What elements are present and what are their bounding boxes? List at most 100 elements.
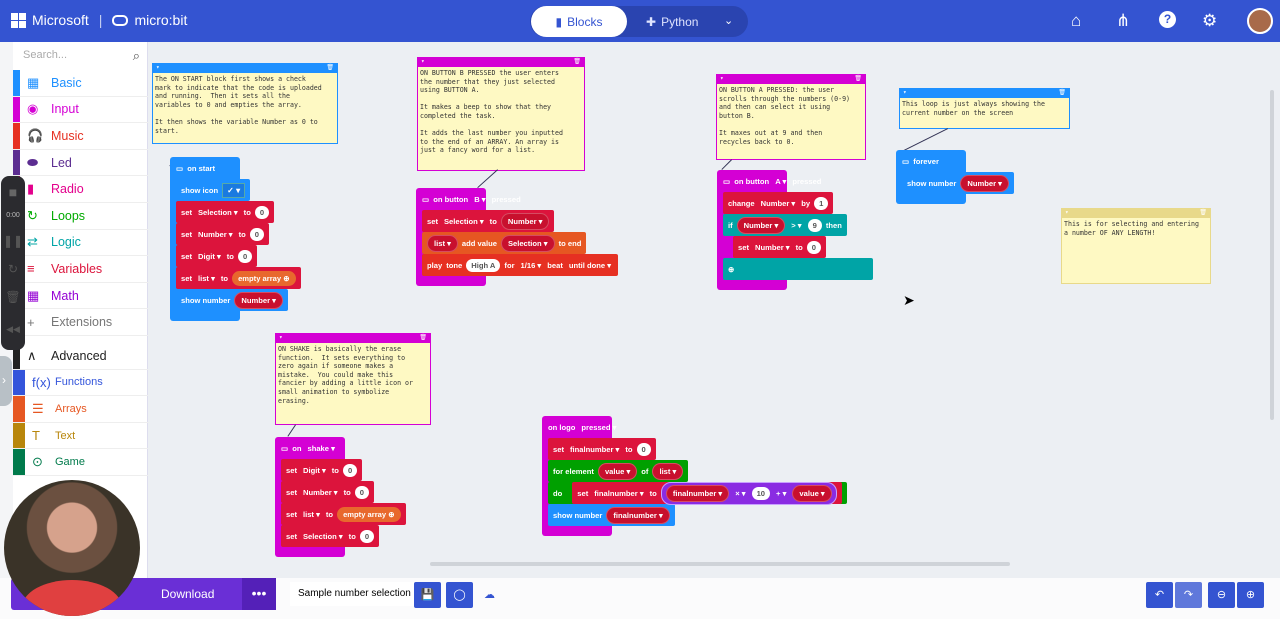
dropdown[interactable]: list ▾: [197, 273, 215, 283]
restart-icon[interactable]: ↻: [7, 262, 19, 276]
toolbox-category-basic[interactable]: ▦Basic: [13, 70, 148, 97]
comment-header[interactable]: ▾🗑: [900, 89, 1069, 98]
variable-dropdown[interactable]: Number ▾: [736, 216, 786, 234]
variable-dropdown[interactable]: list ▾: [427, 234, 458, 252]
variable-dropdown[interactable]: finalnumber ▾: [665, 484, 730, 502]
tab-blocks[interactable]: ▮Blocks: [531, 6, 627, 37]
save-button[interactable]: 💾: [414, 582, 441, 608]
project-name-input[interactable]: Sample number selection: [290, 582, 414, 606]
dropdown[interactable]: finalnumber ▾: [569, 444, 620, 454]
collapse-icon[interactable]: ▾: [421, 58, 425, 65]
comment-toggle-icon[interactable]: ▭: [281, 443, 289, 453]
comment-note[interactable]: ▾🗑ON BUTTON B PRESSED the user enters th…: [417, 57, 585, 171]
dropdown[interactable]: pressed ▾: [581, 422, 617, 432]
dropdown[interactable]: finalnumber ▾: [594, 488, 644, 498]
dropdown[interactable]: list ▾: [302, 509, 320, 519]
collapse-icon[interactable]: ▾: [156, 64, 160, 71]
comment-header[interactable]: ▾🗑: [717, 75, 865, 84]
blocks-workspace[interactable]: ▾🗑The ON START block first shows a check…: [148, 42, 1280, 578]
vertical-scrollbar[interactable]: [1270, 90, 1274, 420]
arithmetic-expression[interactable]: finalnumber ▾× ▾10+ ▾value ▾: [660, 481, 837, 505]
variable-dropdown[interactable]: Number ▾: [234, 291, 283, 309]
github-button[interactable]: ◯: [446, 582, 473, 608]
comment-toggle-icon[interactable]: ▭: [176, 163, 184, 173]
number-input[interactable]: 10: [751, 486, 771, 500]
rewind-icon[interactable]: ◀◀: [6, 324, 20, 334]
dropdown[interactable]: Number ▾: [302, 487, 338, 497]
toolbox-category-extensions[interactable]: +Extensions: [13, 309, 148, 336]
collapse-icon[interactable]: ▾: [903, 89, 907, 96]
variable-dropdown[interactable]: list ▾: [652, 462, 684, 480]
dropdown[interactable]: Number ▾: [760, 198, 796, 208]
number-input[interactable]: 0: [359, 529, 375, 543]
number-input[interactable]: 9: [807, 218, 822, 232]
comment-toggle-icon[interactable]: ▭: [723, 176, 731, 186]
variable-dropdown[interactable]: Selection ▾: [500, 234, 555, 252]
zoom-out-button[interactable]: ⊖: [1208, 582, 1235, 608]
toolbox-category-advanced[interactable]: ∧Advanced: [13, 343, 148, 370]
comment-note[interactable]: ▾🗑This is for selecting and entering a n…: [1061, 208, 1211, 284]
microsoft-logo[interactable]: Microsoft | micro:bit: [11, 12, 187, 28]
toolbox-category-variables[interactable]: ≡Variables: [13, 256, 148, 283]
comment-toggle-icon[interactable]: ▭: [422, 194, 430, 204]
share-icon[interactable]: ⋔: [1116, 11, 1131, 30]
horizontal-scrollbar[interactable]: [430, 562, 1010, 566]
home-icon[interactable]: ⌂: [1071, 11, 1082, 30]
number-input[interactable]: 0: [354, 485, 370, 499]
comment-note[interactable]: ▾🗑ON BUTTON A PRESSED: the user scrolls …: [716, 74, 866, 160]
dropdown[interactable]: until done ▾: [568, 260, 612, 270]
comment-toggle-icon[interactable]: ▭: [902, 156, 910, 166]
tab-python[interactable]: ✚Python: [646, 6, 698, 37]
number-input[interactable]: High A: [466, 258, 501, 272]
comment-note[interactable]: ▾🗑ON SHAKE is basically the erase functi…: [275, 333, 431, 425]
avatar[interactable]: [1247, 8, 1273, 34]
number-input[interactable]: 0: [806, 240, 822, 254]
dropdown[interactable]: + ▾: [776, 488, 787, 498]
dropdown[interactable]: shake ▾: [307, 443, 335, 453]
toolbox-category-input[interactable]: ◉Input: [13, 96, 148, 124]
toolbox-category-logic[interactable]: ⇄Logic: [13, 229, 148, 257]
more-options-button[interactable]: •••: [242, 578, 276, 610]
trash-icon[interactable]: 🗑: [854, 75, 862, 82]
dropdown[interactable]: B ▾: [474, 194, 486, 204]
search-icon[interactable]: ⌕: [132, 48, 140, 63]
variable-dropdown[interactable]: finalnumber ▾: [606, 506, 670, 524]
redo-button[interactable]: ↷: [1175, 582, 1202, 608]
block-header[interactable]: ▭forever: [896, 150, 966, 172]
variable-dropdown[interactable]: Number ▾: [960, 174, 1009, 192]
toolbox-category-math[interactable]: ▦Math: [13, 282, 148, 310]
stop-icon[interactable]: ■: [8, 184, 18, 200]
dropdown[interactable]: A ▾: [775, 176, 787, 186]
toolbox-category-functions[interactable]: f(x)Functions: [13, 369, 148, 397]
cloud-icon[interactable]: ☁: [484, 589, 495, 601]
collapse-icon[interactable]: ▾: [720, 75, 724, 82]
search-input[interactable]: Search...⌕: [13, 42, 148, 70]
comment-header[interactable]: ▾🗑: [276, 334, 430, 343]
comment-header[interactable]: ▾🗑: [1062, 209, 1210, 218]
variable-dropdown[interactable]: value ▾: [792, 484, 832, 502]
toolbox-category-game[interactable]: ⊙Game: [13, 449, 148, 476]
empty-array-block[interactable]: empty array ⊕: [337, 506, 401, 522]
number-input[interactable]: 0: [342, 463, 358, 477]
dropdown[interactable]: 1/16 ▾: [520, 260, 542, 270]
statement-block[interactable]: ⊕: [723, 258, 873, 280]
